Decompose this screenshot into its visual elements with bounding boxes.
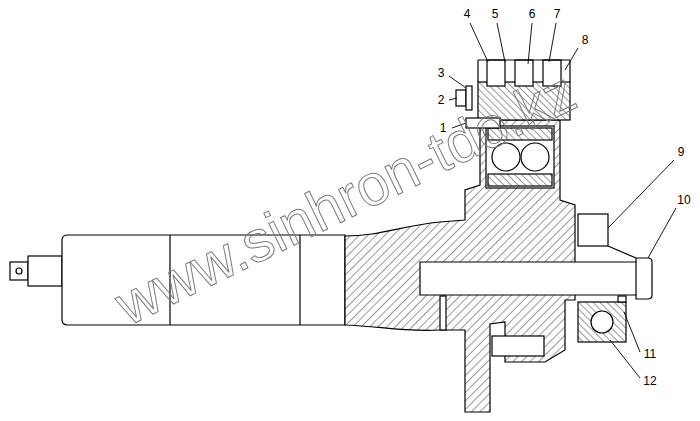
drive-square	[10, 262, 28, 280]
callout-number: 8	[582, 34, 589, 46]
callout-number: 12	[643, 375, 656, 387]
bearing	[578, 302, 626, 342]
drive-stub	[28, 256, 62, 286]
callout-number: 10	[677, 194, 690, 206]
gear-tooth	[487, 60, 505, 86]
callout-number: 2	[438, 94, 445, 106]
callout-number: 9	[678, 146, 685, 158]
callout-number: 11	[644, 348, 656, 360]
nut	[578, 214, 608, 246]
pin	[440, 296, 446, 330]
callout-number: 7	[554, 8, 561, 20]
callout-number: 5	[492, 8, 499, 20]
bolt-head	[456, 90, 466, 106]
callout-number: 6	[529, 8, 536, 20]
callout-number: 3	[438, 67, 445, 79]
shaft	[420, 258, 652, 299]
callout-number: 4	[464, 8, 471, 20]
